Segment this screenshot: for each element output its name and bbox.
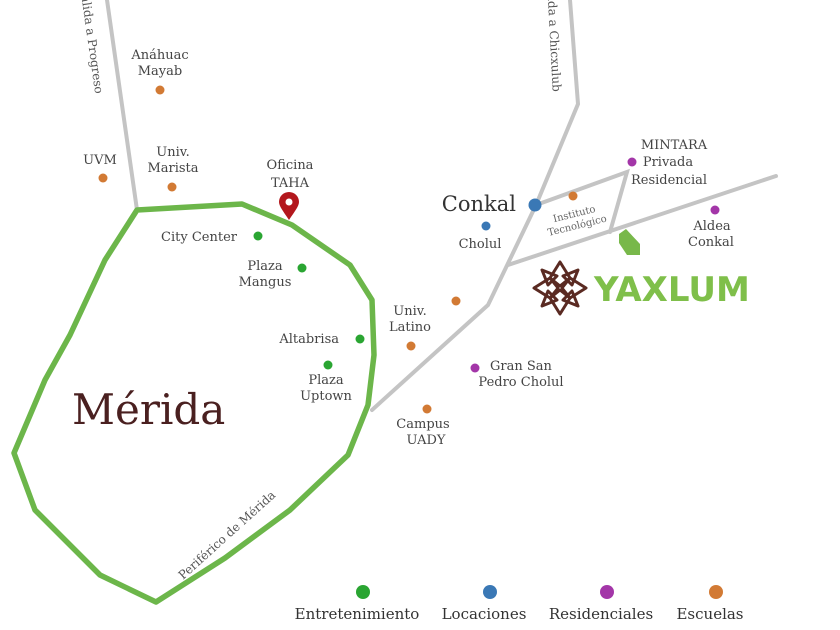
school-dot (422, 404, 432, 414)
place-label: Plaza (247, 259, 283, 274)
marker-campus-uady[interactable]: Campus UADY (396, 404, 450, 449)
map-pin-icon (279, 192, 299, 220)
road-label-periferico: Periférico de Mérida (176, 488, 279, 582)
legend-swatch (356, 585, 370, 599)
place-label: Privada (643, 155, 694, 170)
place-label: Conkal (442, 192, 516, 216)
school-dot (155, 85, 165, 95)
place-label: Conkal (688, 235, 734, 250)
entertainment-dot (355, 334, 365, 344)
legend-label: Locaciones (442, 605, 527, 623)
brand-name: YAXLUM (593, 270, 750, 310)
place-label: Anáhuac (130, 48, 188, 63)
place-label: Cholul (459, 237, 502, 252)
yaxlum-site-marker[interactable] (619, 229, 640, 255)
marker-plaza-uptown[interactable]: Plaza Uptown (300, 360, 353, 405)
marker-cholul[interactable]: Cholul (459, 221, 502, 253)
residential-dot (710, 205, 720, 215)
place-label: Altabrisa (278, 332, 339, 347)
road-label-chicxulub: Salida a Chicxulub (544, 0, 564, 92)
legend-swatch (600, 585, 614, 599)
marker-univ-latino[interactable]: Univ. Latino (389, 304, 431, 351)
road-progreso (105, 0, 139, 212)
marker-marista[interactable]: Univ. Marista (147, 145, 199, 192)
location-dot (528, 198, 542, 212)
school-dot (98, 173, 108, 183)
legend-label: Residenciales (549, 605, 653, 623)
place-label: MINTARA (641, 138, 708, 153)
marker-mintara[interactable]: MINTARA Privada Residencial (627, 138, 708, 188)
marker-plaza-mangus[interactable]: Plaza Mangus (239, 259, 307, 290)
city-label-merida: Mérida (72, 385, 225, 434)
school-dot-extra[interactable] (451, 296, 461, 306)
place-label: Mangus (239, 275, 292, 290)
place-label: UVM (83, 153, 117, 168)
place-label: Latino (389, 320, 431, 335)
marker-anahuac[interactable]: Anáhuac Mayab (130, 48, 189, 95)
legend-label: Escuelas (676, 605, 743, 623)
place-label: Aldea (692, 219, 731, 234)
entertainment-dot (297, 263, 307, 273)
place-label: City Center (161, 230, 238, 245)
place-label: Campus (396, 417, 449, 432)
legend-item[interactable]: Entretenimiento (295, 585, 420, 623)
place-label: Plaza (308, 373, 344, 388)
legend-item[interactable]: Locaciones (442, 585, 527, 623)
office-label-line1: Oficina (267, 158, 314, 173)
legend-swatch (483, 585, 497, 599)
legend-item[interactable]: Residenciales (549, 585, 653, 623)
school-dot (167, 182, 177, 192)
legend-label: Entretenimiento (295, 605, 420, 623)
school-dot (568, 191, 578, 201)
school-dot (406, 341, 416, 351)
legend-swatch (709, 585, 723, 599)
marker-uvm[interactable]: UVM (83, 153, 117, 183)
road-network (105, 0, 778, 412)
marker-gran-san-pedro[interactable]: Gran San Pedro Cholul (470, 359, 564, 390)
yaxlum-brand[interactable]: YAXLUM (532, 260, 750, 316)
entertainment-dot (253, 231, 263, 241)
marker-city-center[interactable]: City Center (161, 230, 263, 245)
entertainment-dot (323, 360, 333, 370)
place-label: Gran San (490, 359, 553, 374)
marker-altabrisa[interactable]: Altabrisa (278, 332, 365, 347)
road-conkal-east (534, 168, 630, 234)
legend-item[interactable]: Escuelas (676, 585, 744, 623)
office-taha[interactable]: Oficina TAHA (267, 158, 314, 220)
road-to-aldea (506, 174, 778, 267)
place-label: Pedro Cholul (478, 375, 563, 390)
place-label: Univ. (393, 304, 426, 319)
road-label-progreso: Salida a Progreso (77, 0, 106, 94)
yaxlum-flower-logo (532, 260, 588, 316)
place-label: Marista (147, 161, 198, 176)
map-legend: Entretenimiento Locaciones Residenciales Es… (295, 585, 744, 623)
marker-aldea-conkal[interactable]: Aldea Conkal (688, 205, 734, 251)
place-label: Univ. (156, 145, 189, 160)
location-dot (481, 221, 491, 231)
residential-dot (627, 157, 637, 167)
periferico-ring (11, 201, 377, 605)
marker-conkal[interactable]: Conkal (442, 192, 542, 216)
place-label: Uptown (300, 389, 352, 404)
place-label: Mayab (138, 64, 182, 79)
place-label: Residencial (631, 173, 707, 188)
place-label: UADY (407, 433, 446, 448)
residential-dot (470, 363, 480, 373)
office-label-line2: TAHA (271, 176, 310, 191)
